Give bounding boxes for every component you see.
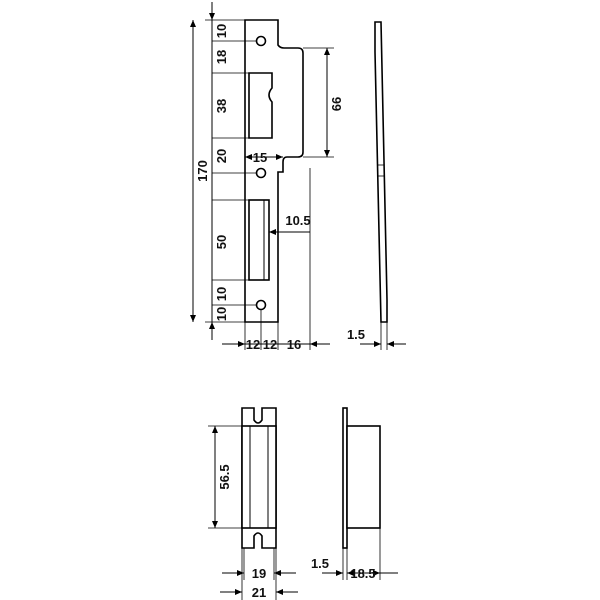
strike-plate-side-view: 1.5: [347, 21, 406, 350]
dim-seg-2: 18: [214, 50, 229, 64]
strike-plate-front-view: [244, 19, 304, 323]
screw-hole-bottom: [255, 299, 267, 311]
strike-box-front-view: 56.5 19 21: [208, 407, 298, 600]
dim-box-outer-width: 21: [252, 585, 266, 600]
dim-seg-4: 20: [214, 149, 229, 163]
strike-plate-profile: [374, 21, 388, 323]
screw-hole-middle: [255, 167, 267, 179]
dim-lip-width: 15: [253, 150, 267, 165]
strike-plate-width-dimensions: 12 12 16: [222, 168, 330, 352]
dim-plate-thickness: 1.5: [347, 327, 365, 342]
strike-box-body: [241, 425, 277, 529]
latch-opening: [248, 72, 273, 139]
dim-seg-6: 10: [214, 287, 229, 301]
strike-plate-vertical-dimensions: 170 10 18 38 20 50 10 10: [190, 2, 256, 340]
dim-box-depth: 18.5: [350, 566, 375, 581]
dim-width-1: 12: [246, 337, 260, 352]
dim-box-height: 56.5: [217, 464, 232, 489]
strike-box-cup: [346, 425, 381, 529]
dim-seg-3: 38: [214, 99, 229, 113]
dim-width-3: 16: [287, 337, 301, 352]
dim-overall-height: 170: [195, 160, 210, 182]
dim-seg-1: 10: [214, 24, 229, 38]
bolt-opening: [248, 199, 270, 281]
dim-offset: 10.5: [285, 213, 310, 228]
lip-height-dimension: 66: [303, 47, 344, 158]
dim-width-2: 12: [263, 337, 277, 352]
dim-seg-7: 10: [214, 307, 229, 321]
lip-width-dimension: 15: [245, 150, 283, 165]
dim-lip-height: 66: [329, 97, 344, 111]
strike-box-side-view: 1.5 18.5: [311, 407, 398, 581]
dim-box-inner-width: 19: [252, 566, 266, 581]
offset-dimension: 10.5: [269, 213, 311, 235]
dim-flange-thickness: 1.5: [311, 556, 329, 571]
screw-hole-top: [255, 35, 267, 47]
dim-seg-5: 50: [214, 235, 229, 249]
